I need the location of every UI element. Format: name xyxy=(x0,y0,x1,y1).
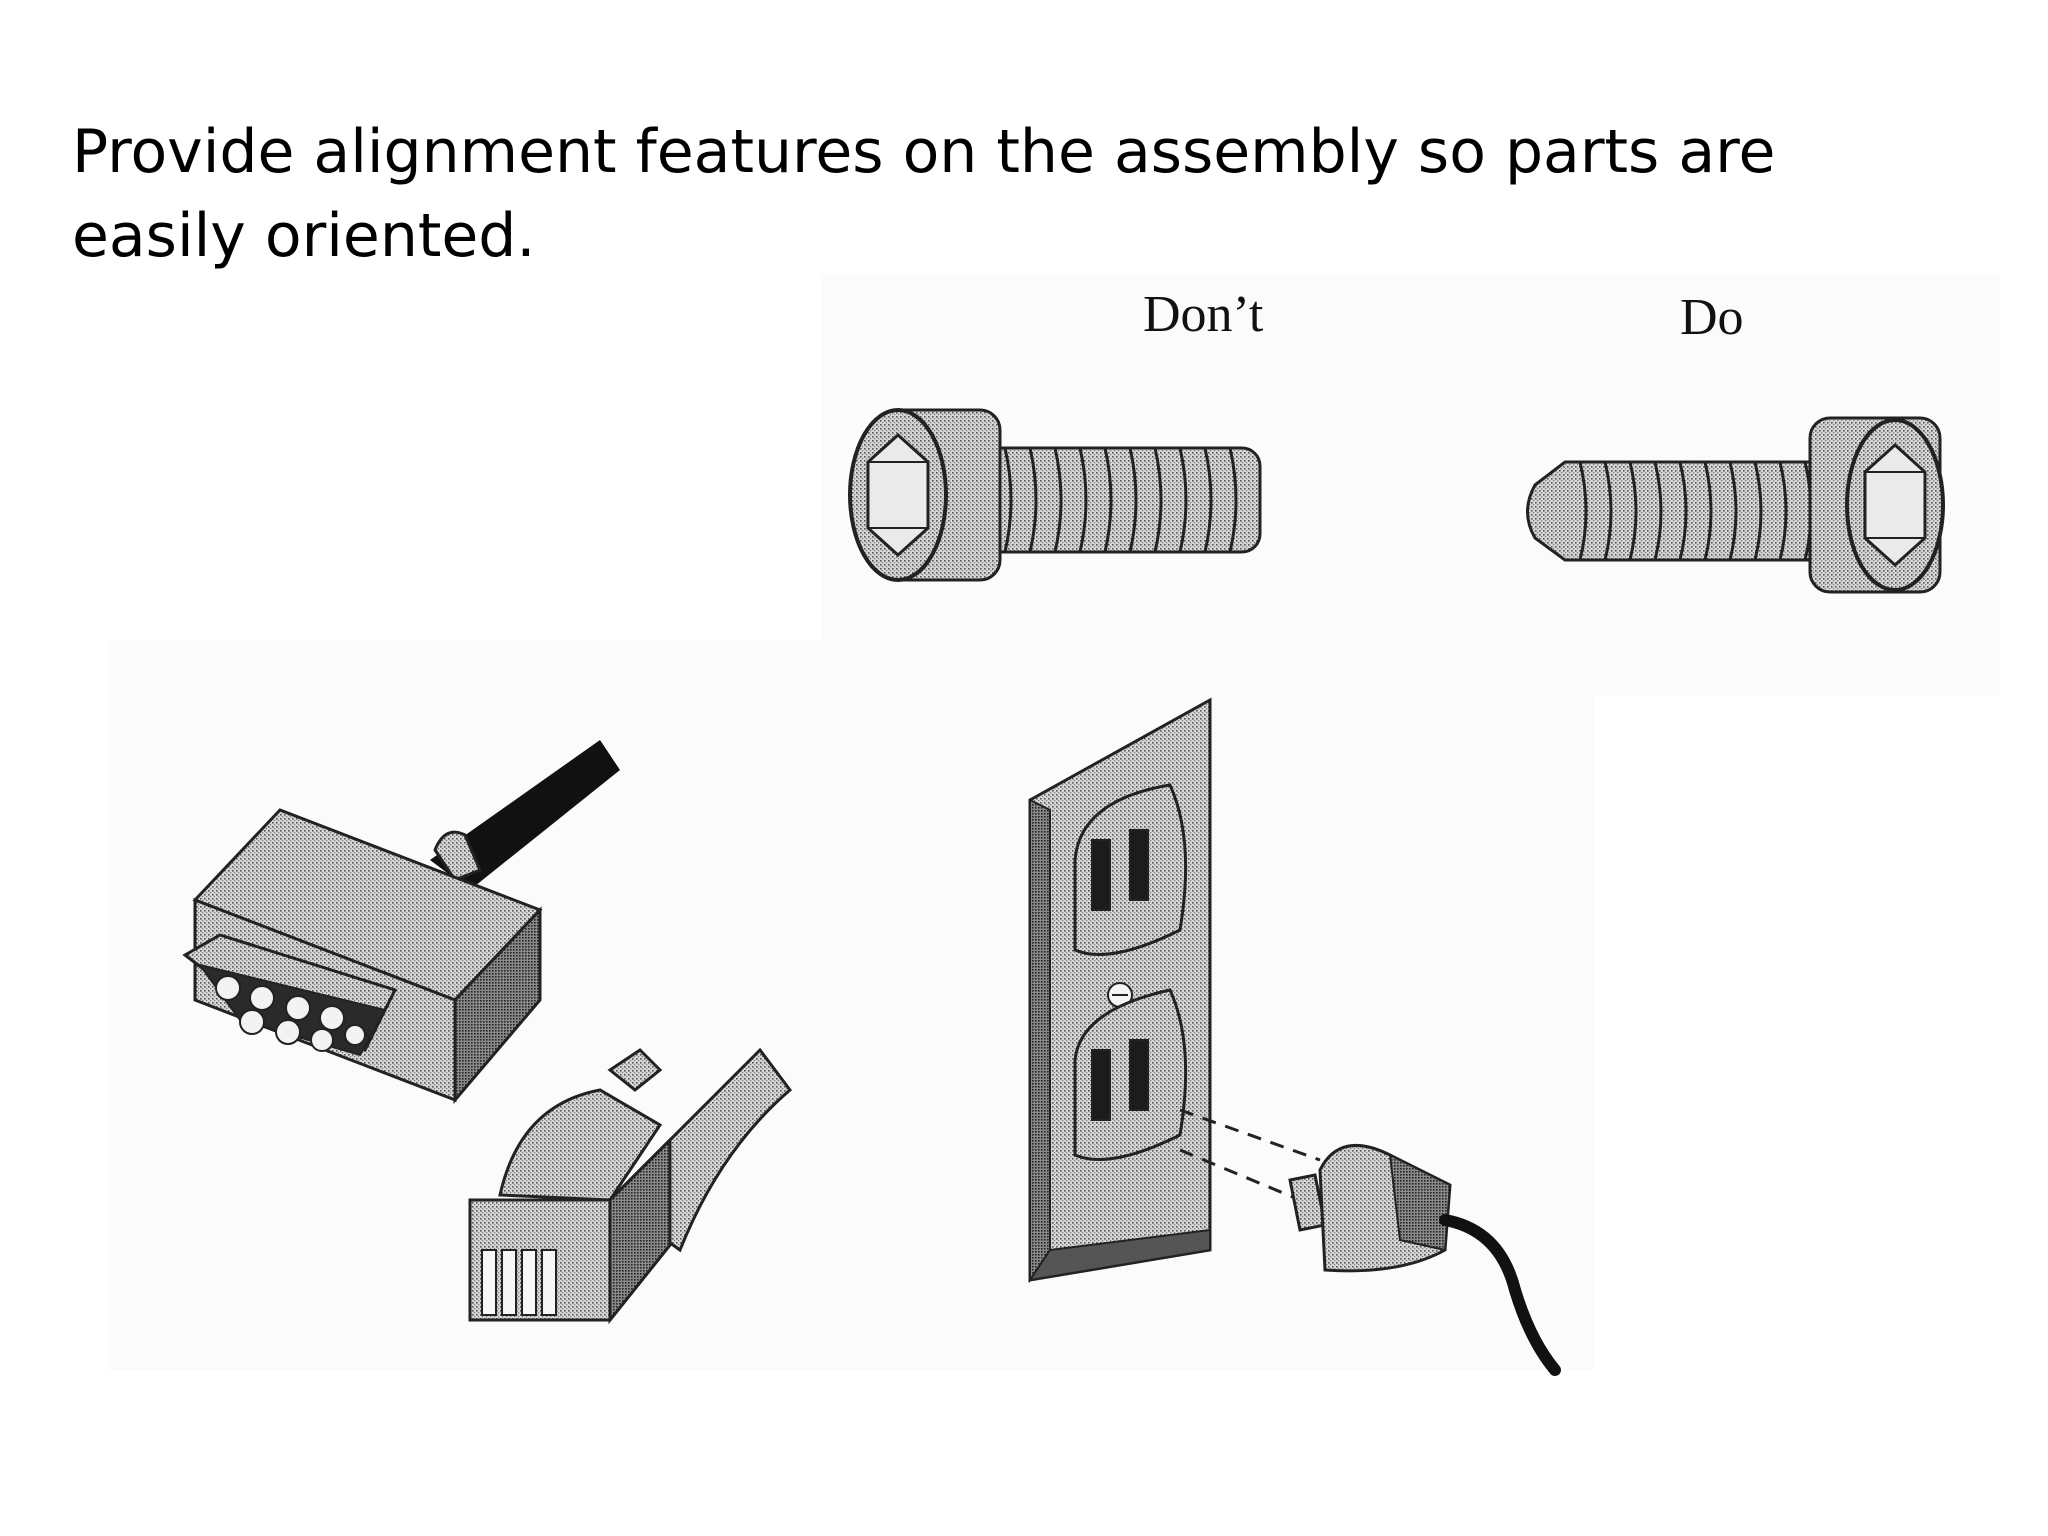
slide-title: Provide alignment features on the assemb… xyxy=(72,117,1776,271)
power-plug-icon xyxy=(1179,1108,1561,1376)
d-sub-connector-icon xyxy=(182,740,620,1105)
flat-end-screw-icon xyxy=(848,408,1262,582)
modular-phone-plug-icon xyxy=(468,1047,793,1325)
dont-label: Don’t xyxy=(1143,286,1264,343)
wall-outlet-icon xyxy=(1027,697,1212,1284)
do-label: Do xyxy=(1680,289,1744,346)
chamfered-end-screw-icon xyxy=(1526,416,1945,594)
